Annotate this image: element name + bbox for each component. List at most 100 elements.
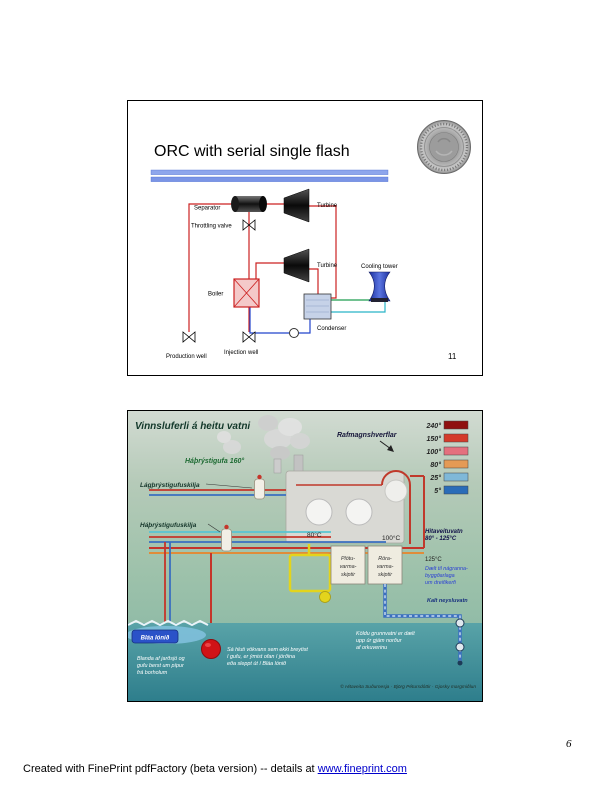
page-number: 6 [566,738,572,750]
daelt-label: Dælt til nágranna- byggðarlaga um dreifi… [425,566,468,586]
label-temp-80: 80°C [307,531,322,539]
svg-text:frá borholum: frá borholum [137,670,168,676]
generator-2 [345,498,373,526]
steam-plumes [217,415,310,460]
svg-text:Köldu grunnvatni er dælt: Köldu grunnvatni er dælt [356,631,415,637]
turbine-unit [384,479,408,503]
slide-2: Bláa lónið Vinnsluferli á heitu vatni Ra… [127,410,483,702]
separator [231,196,267,212]
feed-pump [289,328,299,338]
pipe-condenser-to-pump [299,319,311,334]
svg-text:Plötu-: Plötu- [341,556,355,562]
svg-text:byggðarlaga: byggðarlaga [425,573,455,579]
footer-text: Created with FinePrint pdfFactory (beta … [23,763,318,775]
label-turbine-bottom: Turbine [317,263,338,269]
label-separator: Separator [194,206,220,212]
svg-text:Dælt til nágranna-: Dælt til nágranna- [425,566,468,572]
label-temp-125: 125°C [425,557,442,563]
pipe-production-to-separator [188,203,235,332]
legend-label-25: 25° [429,474,441,482]
turbine-top [283,188,310,223]
fineprint-link[interactable]: www.fineprint.com [317,763,407,775]
slide1-title: ORC with serial single flash [154,143,350,160]
legend-label-240: 240° [426,422,442,430]
svg-text:um dreifikerfi: um dreifikerfi [425,580,457,586]
title-rule [150,169,389,182]
orc-diagram: ORC with serial single flash [150,120,471,361]
injection-wellhead-valve [242,331,256,343]
university-seal-icon [417,120,471,174]
brine-highlight [205,643,211,647]
svg-text:í gufu, er ýmist ofan í jörðin: í gufu, er ýmist ofan í jörðina [227,654,295,660]
label-condenser: Condenser [317,326,346,332]
legend-swatch-25 [443,472,469,482]
legend-swatch-100 [443,446,469,456]
svg-text:Hitaveituvatn: Hitaveituvatn [425,529,463,535]
throttling-valve [242,219,256,231]
legend-label-80: 80° [430,461,441,469]
piping [188,203,386,334]
label-kalt-neysluvatn: Kalt neysluvatn [427,598,468,604]
condenser [303,293,332,320]
tube-exchanger-label: Röra- varma- skiptir [377,556,394,578]
svg-text:Blanda af jarðsjó og: Blanda af jarðsjó og [137,656,185,662]
steam-stack-2 [273,458,282,474]
legend-label-100: 100° [427,448,442,456]
tube-heat-exchanger [367,545,403,585]
label-production-well: Production well [166,354,207,360]
high-pressure-separator [221,524,232,552]
label-cooling-tower: Cooling tower [361,264,398,270]
legend-label-150: 150° [427,435,442,443]
temperature-legend: 240° 150° 100° 80° 25° 5° [426,420,469,495]
legend-swatch-80 [443,459,469,469]
geothermal-process-diagram: Bláa lónið Vinnsluferli á heitu vatni Ra… [128,411,482,701]
generator-1 [305,498,333,526]
well-pump-1 [455,618,465,628]
blaa-lonid-badge: Bláa lónið [131,629,179,644]
label-injection-well: Injection well [224,350,258,356]
koldu-label: Köldu grunnvatni er dælt upp úr gjám nor… [356,631,415,651]
svg-text:Sá hluti vökvans sem ekki brey: Sá hluti vökvans sem ekki breytist [227,647,308,653]
hitaveituvatn-label: Hitaveituvatn 80° - 125°C [425,529,463,542]
fineprint-footer: Created with FinePrint pdfFactory (beta … [23,763,407,775]
pipe-boiler-to-turbine2 [255,262,284,279]
orc-loop [288,553,332,593]
low-pressure-separator [254,474,265,500]
slide-1: ORC with serial single flash [127,100,483,376]
label-blaa-lonid: Bláa lónið [141,635,170,642]
slide2-title: Vinnsluferli á heitu vatni [135,421,250,432]
pointer-lines [205,483,253,533]
label-habrystigufa: Háþrýstigufa 160° [185,457,244,465]
slide1-number: 11 [448,352,457,361]
sa-hluti-label: Sá hluti vökvans sem ekki breytist í guf… [227,647,308,667]
cooling-tower [368,271,391,302]
pipe-turbine2-to-condenser [309,268,319,294]
legend-swatch-5 [443,485,469,495]
blanda-label: Blanda af jarðsjó og gufu berst um pípur… [137,656,185,676]
orc-pump [319,591,331,603]
power-plant-building [273,454,411,544]
cold-water-pipes [383,584,465,666]
svg-text:Röra-: Röra- [378,556,392,562]
pipe-cooling-return [331,301,386,313]
production-wellhead-valve [182,331,196,343]
label-lagbrystigufuskilja: Lágþrýstigufuskilja [140,482,200,489]
label-temp-100: 100°C [382,534,400,542]
label-habrystigufuskilja: Háþrýstigufuskilja [140,522,197,529]
turbine-bottom [283,248,310,283]
svg-text:varma-: varma- [377,564,394,570]
svg-text:eða sleppt út í Bláa lónið: eða sleppt út í Bláa lónið [227,661,286,667]
pipe-pump-to-boiler [249,307,289,334]
svg-text:skiptir: skiptir [378,572,392,578]
svg-text:gufu berst um pípur: gufu berst um pípur [137,663,184,669]
svg-text:upp úr gjám norður: upp úr gjám norður [356,638,402,644]
brine-outfall [201,639,221,659]
svg-text:80° - 125°C: 80° - 125°C [425,536,457,542]
svg-text:varma-: varma- [340,564,357,570]
legend-label-5: 5° [434,487,441,495]
waves [128,619,209,627]
legend-swatch-150 [443,433,469,443]
plate-heat-exchanger [330,545,366,585]
svg-text:skiptir: skiptir [341,572,355,578]
